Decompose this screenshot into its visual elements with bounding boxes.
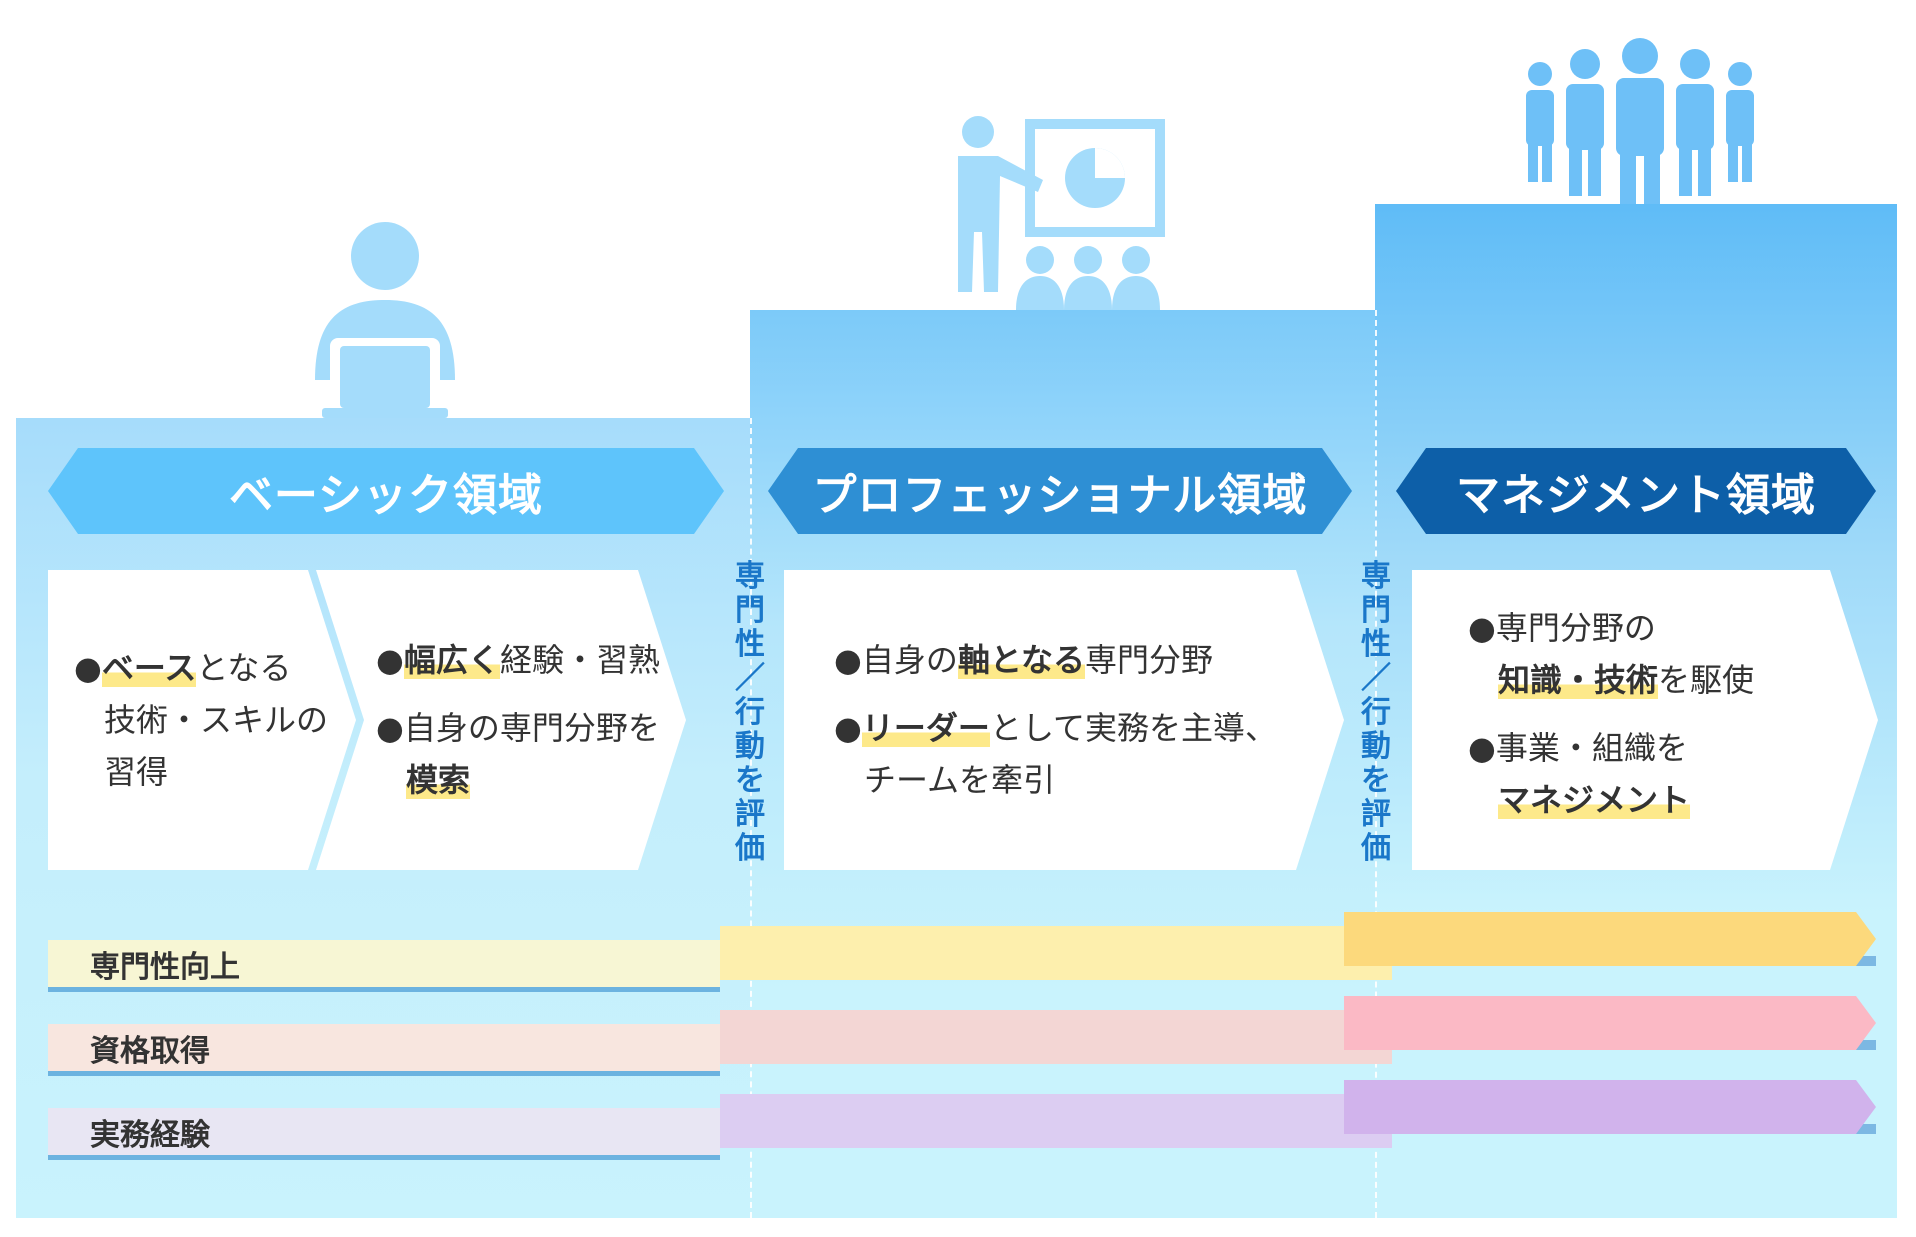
evaluation-note: 専門性／行動を評価 — [735, 559, 765, 866]
card-line: 技術・スキルの — [104, 701, 329, 739]
presenter-icon — [958, 116, 1165, 310]
management-card: ●専門分野の 知識・技術を駆使 ●事業・組織を マネジメント — [1412, 570, 1878, 870]
team-icon — [1526, 38, 1754, 204]
basic-card-foundation: ●ベースとなる 技術・スキルの 習得 — [48, 570, 356, 870]
management-stage-banner: マネジメント領域 — [1396, 448, 1876, 534]
stage-divider — [750, 418, 752, 1218]
track-bar-professional — [720, 926, 1392, 980]
track-label: 資格取得 — [48, 1024, 720, 1076]
card-line: ●幅広く経験・習熟 — [376, 641, 660, 679]
card-line: ●ベースとなる — [74, 649, 292, 687]
card-line: 知識・技術を駆使 — [1498, 661, 1755, 699]
track-bar-professional — [720, 1010, 1392, 1064]
card-line: ●自身の軸となる専門分野 — [834, 641, 1213, 679]
basic-stage-banner: ベーシック領域 — [48, 448, 724, 534]
card-line: ●事業・組織を — [1468, 729, 1688, 767]
track-label: 専門性向上 — [48, 940, 720, 992]
track-label: 実務経験 — [48, 1108, 720, 1160]
track-arrow-management — [1344, 996, 1876, 1050]
track-bar-professional — [720, 1094, 1392, 1148]
track-arrow-management — [1344, 1080, 1876, 1134]
card-line: ●自身の専門分野を — [376, 709, 660, 747]
track-arrow-management — [1344, 912, 1876, 966]
card-line: ●専門分野の — [1468, 609, 1656, 647]
professional-card: ●自身の軸となる専門分野 ●リーダーとして実務を主導、 チームを牽引 — [784, 570, 1344, 870]
card-line: 習得 — [104, 753, 169, 791]
card-line: 模索 — [406, 761, 471, 799]
laptop-worker-icon — [315, 222, 455, 418]
card-line: マネジメント — [1498, 781, 1691, 819]
professional-stage-banner: プロフェッショナル領域 — [768, 448, 1352, 534]
card-line: チームを牽引 — [864, 761, 1056, 799]
basic-card-exploration: ●幅広く経験・習熟 ●自身の専門分野を 模索 — [316, 570, 686, 870]
card-line: ●リーダーとして実務を主導、 — [834, 709, 1277, 747]
evaluation-note: 専門性／行動を評価 — [1361, 559, 1391, 866]
stage-divider — [1375, 310, 1377, 1218]
